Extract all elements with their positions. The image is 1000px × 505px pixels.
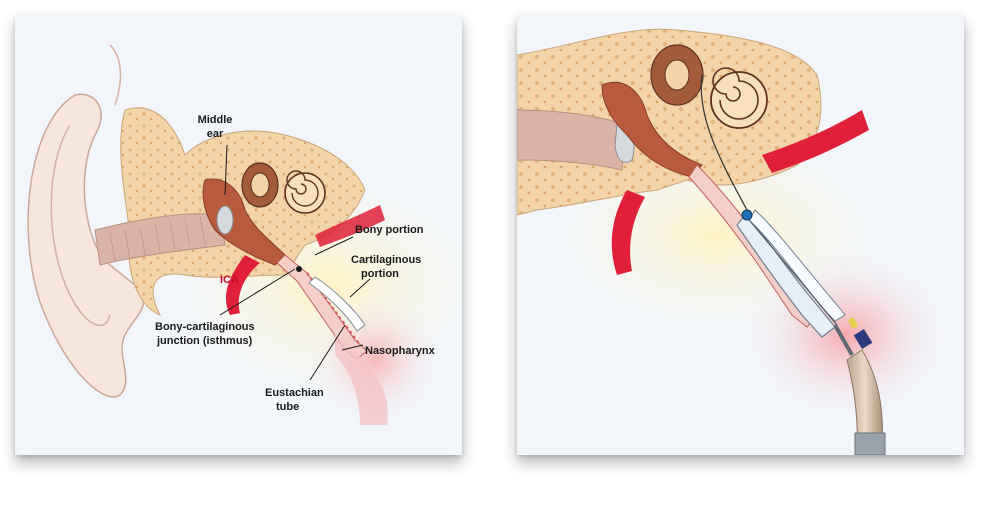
catheter-blue-collar bbox=[853, 329, 873, 349]
outer-ear bbox=[27, 93, 145, 398]
label-isthmus-line2: junction (isthmus) bbox=[156, 335, 253, 347]
cartilage-plate bbox=[308, 276, 366, 332]
nasopharynx bbox=[335, 335, 388, 425]
ica-artery-upper bbox=[315, 205, 385, 247]
eardrum bbox=[216, 205, 234, 235]
right-diagram-panel bbox=[517, 15, 964, 455]
middle-ear-cavity bbox=[202, 178, 286, 266]
ear-canal bbox=[517, 109, 628, 171]
label-nasopharynx: Nasopharynx bbox=[365, 345, 436, 357]
ear-anatomy-illustration: Middle ear Bony portion Cartilaginous po… bbox=[27, 44, 462, 430]
isthmus-marker bbox=[296, 266, 302, 272]
semicircular-canal bbox=[250, 172, 270, 198]
ear-canal bbox=[94, 213, 226, 266]
catheter-shaft bbox=[833, 324, 854, 356]
label-middle-ear-line1: Middle bbox=[198, 114, 233, 126]
label-eustachian-line2: tube bbox=[276, 401, 299, 413]
endoscope-handle bbox=[846, 349, 884, 455]
leader-lines bbox=[219, 144, 371, 381]
ica-artery-upper bbox=[762, 110, 869, 173]
label-middle-ear-line2: ear bbox=[207, 128, 224, 140]
semicircular-canal bbox=[664, 59, 690, 91]
label-eustachian-line1: Eustachian bbox=[265, 387, 324, 399]
ica-artery-lower bbox=[611, 190, 645, 275]
label-cartilaginous-line2: portion bbox=[361, 268, 399, 280]
ear-top-line bbox=[109, 44, 122, 106]
label-cartilaginous-line1: Cartilaginous bbox=[351, 254, 421, 266]
catheter-tip-marker bbox=[741, 209, 753, 221]
left-diagram-panel: Middle ear Bony portion Cartilaginous po… bbox=[15, 15, 462, 455]
catheter-yellow-band bbox=[847, 317, 859, 329]
middle-ear-cavity bbox=[601, 81, 703, 178]
label-bony-portion: Bony portion bbox=[355, 224, 424, 236]
balloon-dilation-illustration bbox=[517, 28, 957, 455]
cochlea bbox=[284, 170, 326, 214]
cochlea bbox=[710, 67, 768, 129]
label-isthmus-line1: Bony-cartilaginous bbox=[155, 321, 255, 333]
guide-wire bbox=[700, 74, 748, 211]
balloon-catheter bbox=[736, 209, 846, 338]
label-ica: ICA bbox=[220, 274, 239, 286]
ica-artery-lower bbox=[225, 255, 260, 315]
endoscope-end bbox=[854, 432, 886, 455]
ear-canal-rings bbox=[109, 215, 206, 262]
outer-ear-fold bbox=[50, 124, 111, 327]
